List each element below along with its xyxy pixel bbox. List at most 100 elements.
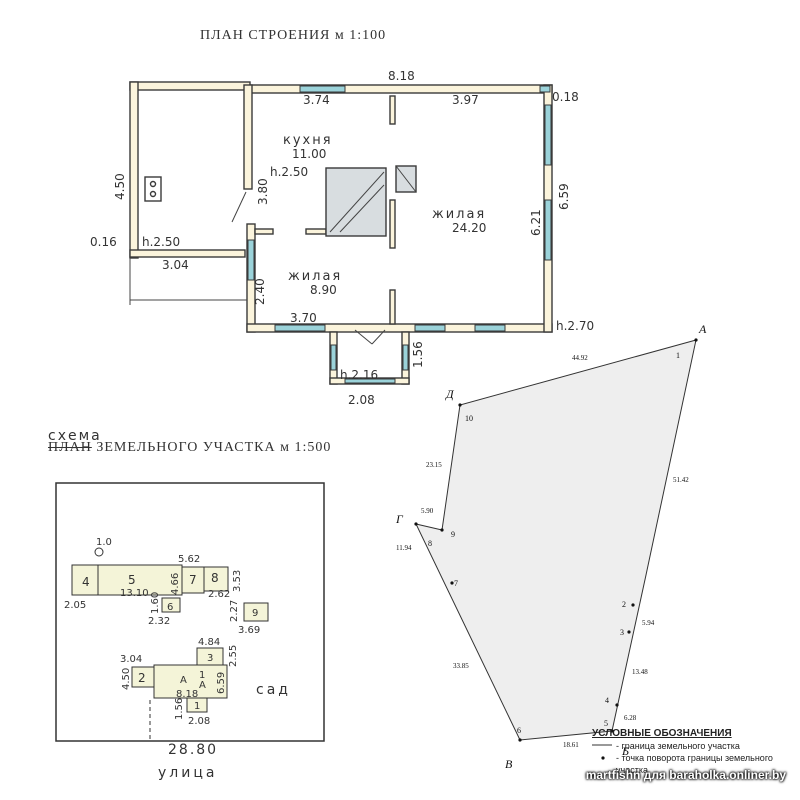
pt-2: 2 — [622, 600, 626, 609]
parcel — [414, 338, 698, 742]
watermark: martfishn для baraholka.onliner.by — [585, 768, 786, 782]
b-466: 4.66 — [170, 573, 181, 595]
porch-offset: 0.16 — [90, 235, 117, 249]
house-entrance-1 — [186, 697, 208, 713]
b-205: 2.05 — [64, 600, 86, 611]
b-label7: 7 — [189, 573, 197, 587]
h-label3: 3 — [207, 653, 213, 664]
kitchen-name: кухня — [283, 133, 333, 148]
site-scheme-title: ПЛАН ЗЕМЕЛЬНОГО УЧАСТКА м 1:500 — [48, 440, 331, 456]
pt-3: 3 — [620, 628, 624, 637]
turn-point — [414, 522, 418, 526]
site-title-struck: ПЛАН — [48, 440, 92, 455]
site-title-rest: ЗЕМЕЛЬНОГО УЧАСТКА м 1:500 — [96, 440, 332, 455]
dim-right-offset: 0.18 — [552, 90, 579, 104]
edge-23-15: 23.15 — [426, 461, 442, 469]
dim-top-right: 3.97 — [452, 93, 479, 107]
parcel-point-numbers: 1 10 9 8 7 6 5 4 3 2 — [428, 351, 680, 735]
wall-left — [129, 81, 139, 259]
corner-V: В — [505, 757, 513, 771]
h-label2: 2 — [138, 671, 146, 685]
turn-point — [610, 729, 614, 733]
dim-left-bottom: 2.40 — [253, 278, 267, 305]
b-top: 1.0 — [96, 537, 112, 548]
partition-left — [254, 228, 274, 235]
porch-height: h.2.50 — [142, 235, 180, 249]
pt-1: 1 — [676, 351, 680, 360]
corner-B: Б — [621, 744, 629, 758]
dim-left-height: 4.50 — [113, 173, 127, 200]
kitchen-height: h.2.50 — [270, 165, 308, 179]
dim-right-inner: 6.21 — [529, 209, 543, 236]
b-label8: 8 — [211, 571, 219, 585]
h-label1: 1 — [194, 701, 200, 712]
pt-5: 5 — [604, 719, 608, 728]
turn-point — [440, 528, 444, 532]
window-top-1 — [299, 85, 346, 93]
window-top-2 — [539, 85, 551, 93]
outbuilding-8 — [203, 566, 229, 592]
wall-porch-bottom — [129, 249, 246, 258]
partition-stove-left — [305, 228, 327, 235]
dim-entrance-depth: 1.56 — [411, 341, 425, 368]
street-label: улица — [158, 765, 217, 781]
dim-top-left: 3.74 — [303, 93, 330, 107]
floor-plan-labels: 8.18 3.74 3.97 0.18 4.50 кухня 11.00 h.2… — [90, 69, 594, 407]
turn-point — [458, 403, 462, 407]
window-bottom-2 — [414, 324, 446, 332]
outbuilding-9 — [243, 602, 269, 622]
window-bottom-1 — [274, 324, 326, 332]
h-156: 1.56 — [174, 698, 185, 720]
edge-33-85: 33.85 — [453, 662, 469, 670]
turn-point — [631, 603, 635, 607]
floor-plan-title: ПЛАН СТРОЕНИЯ м 1:100 — [200, 28, 387, 43]
dim-entrance-width: 2.08 — [348, 393, 375, 407]
wall-top-right — [249, 84, 553, 94]
b-232: 2.32 — [148, 616, 170, 627]
pt-7: 7 — [454, 579, 458, 588]
pt-9: 9 — [451, 530, 455, 539]
h-818: 8.18 — [176, 689, 198, 700]
living-right-area: 24.20 — [452, 221, 486, 235]
pt-8: 8 — [428, 539, 432, 548]
partition-kitchen — [389, 95, 396, 125]
h-304: 3.04 — [120, 654, 142, 665]
b-label9: 9 — [252, 608, 258, 619]
legend-item-boundary: - граница земельного участка — [616, 741, 740, 751]
window-right-1 — [544, 104, 552, 166]
h-labelA1b: A — [199, 680, 206, 691]
window-vest-1 — [330, 344, 337, 371]
corner-A: А — [698, 322, 707, 336]
partition-mid — [389, 199, 396, 249]
floor-plan — [129, 81, 553, 385]
edge-11-94: 11.94 — [396, 544, 412, 552]
dim-partition: 3.80 — [256, 178, 270, 205]
outbuilding-6 — [161, 597, 181, 613]
edge-51-42: 51.42 — [673, 476, 689, 484]
site-scheme — [55, 482, 325, 742]
stove-appliance — [144, 176, 162, 202]
window-right-2 — [544, 199, 552, 261]
window-vest-2 — [402, 344, 409, 371]
corner-D: Д — [445, 387, 455, 401]
turn-point — [694, 338, 698, 342]
edge-44-92: 44.92 — [572, 354, 588, 362]
wall-inner-vertical — [243, 84, 253, 190]
edge-6-28: 6.28 — [624, 714, 637, 722]
b-160: 1.60 — [150, 592, 161, 614]
b-label4: 4 — [82, 575, 90, 589]
porch-width: 3.04 — [162, 258, 189, 272]
b-label5: 5 — [128, 573, 136, 587]
pt-4: 4 — [605, 696, 609, 705]
parcel-labels: А Д Г В Б — [395, 322, 707, 771]
site-boundary — [55, 482, 325, 742]
parcel-edge-lengths: 44.92 51.42 23.15 5.90 11.94 33.85 5.94 … — [396, 354, 689, 749]
h-255: 2.55 — [228, 645, 239, 667]
b-227: 2.27 — [229, 600, 240, 622]
kitchen-area: 11.00 — [292, 147, 326, 161]
entrance-height: h.2.16 — [340, 368, 378, 382]
pt-10: 10 — [465, 414, 473, 423]
pt-6: 6 — [517, 726, 521, 735]
parcel-polygon — [415, 339, 697, 741]
legend-title: УСЛОВНЫЕ ОБОЗНАЧЕНИЯ — [592, 728, 732, 739]
